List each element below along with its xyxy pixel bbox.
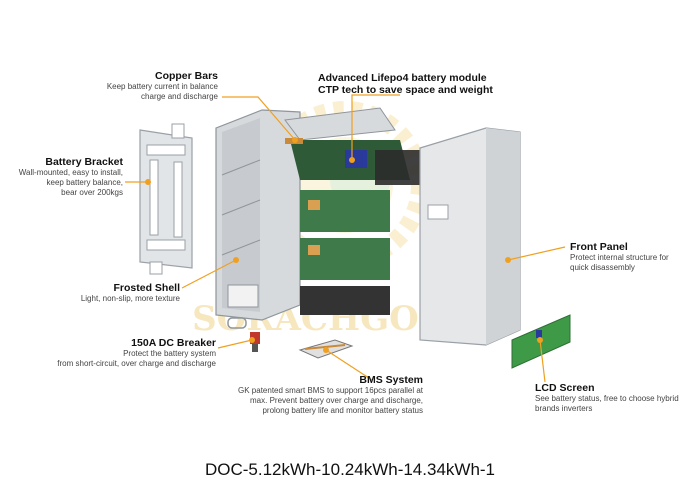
front-panel — [419, 127, 521, 346]
callout-desc-line: quick disassembly — [570, 263, 635, 272]
callout-desc-line: Wall-mounted, easy to install, — [18, 168, 123, 177]
callout-bms-system: BMS System GK patented smart BMS to supp… — [218, 374, 423, 416]
callout-lcd-screen: LCD Screen See battery status, free to c… — [535, 382, 695, 414]
callout-front-panel: Front Panel Protect internal structure f… — [570, 241, 695, 273]
callout-title: Front Panel — [570, 241, 628, 253]
frosted-shell — [215, 109, 301, 329]
callout-desc-line: prolong battery life and monitor battery… — [262, 406, 423, 415]
callout-title: Battery Bracket — [45, 156, 123, 168]
callout-desc-line: Protect the battery system — [123, 349, 216, 358]
callout-desc-line: keep battery balance, — [46, 178, 124, 187]
callout-desc-line: GK patented smart BMS to support 16pcs p… — [238, 386, 423, 395]
callout-title: Copper Bars — [154, 70, 218, 82]
leader-dots — [145, 137, 543, 353]
callout-desc-line: from short-circuit, over charge and disc… — [57, 359, 216, 368]
callout-dc-breaker: 150A DC Breaker Protect the battery syst… — [30, 337, 216, 369]
callout-title: CTP tech to save space and weight — [318, 84, 493, 96]
callout-desc-line: brands inverters — [535, 404, 593, 413]
callout-desc-line: Keep battery current in balance — [106, 82, 218, 91]
callout-desc-line: See battery status, free to choose hybri… — [535, 394, 679, 403]
diagram-artwork: SORACHGOOD — [125, 94, 571, 383]
callout-copper-bars: Copper Bars Keep battery current in bala… — [90, 70, 218, 102]
callout-title: BMS System — [359, 374, 423, 386]
callout-title: Frosted Shell — [113, 282, 180, 294]
callout-title: Advanced Lifepo4 battery module — [318, 72, 487, 84]
callout-desc-line: bear over 200kgs — [61, 188, 123, 197]
product-caption: DOC-5.12kWh-10.24kWh-14.34kWh-1 — [204, 460, 496, 479]
callout-title: 150A DC Breaker — [131, 337, 216, 349]
leader-lines — [125, 94, 566, 383]
callout-battery-bracket: Battery Bracket Wall-mounted, easy to in… — [5, 156, 123, 198]
callout-desc-line: charge and discharge — [141, 92, 218, 101]
dc-breaker — [250, 332, 260, 352]
battery-bracket — [139, 123, 193, 275]
battery-module-stack — [284, 107, 430, 315]
callout-frosted-shell: Frosted Shell Light, non-slip, more text… — [60, 282, 180, 304]
callout-battery-module: Advanced Lifepo4 battery module CTP tech… — [318, 72, 518, 96]
callout-desc-line: Protect internal structure for — [570, 253, 669, 262]
callout-desc-line: max. Prevent battery over charge and dis… — [250, 396, 423, 405]
callout-title: LCD Screen — [535, 382, 595, 394]
callout-desc-line: Light, non-slip, more texture — [80, 294, 180, 303]
